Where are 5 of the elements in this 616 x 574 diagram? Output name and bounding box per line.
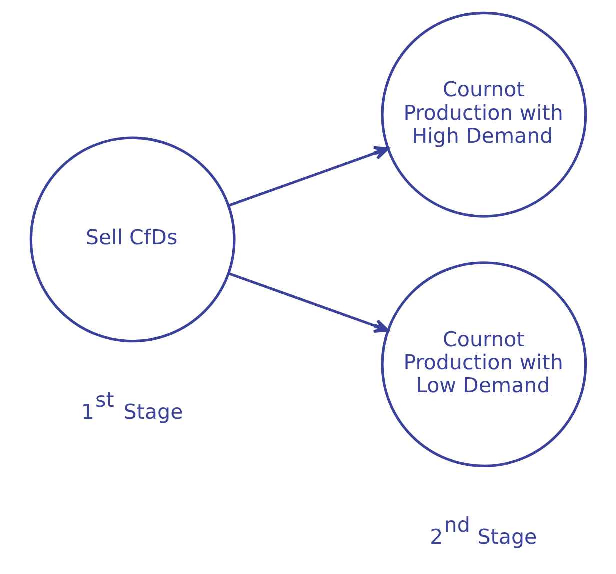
arrow [228,272,389,333]
node-circle: Sell CfDs [29,136,236,343]
node-circle: Cournot Production with Low Demand [380,262,587,468]
node-circle: Cournot Production with High Demand [380,12,587,218]
arrow [228,146,389,207]
